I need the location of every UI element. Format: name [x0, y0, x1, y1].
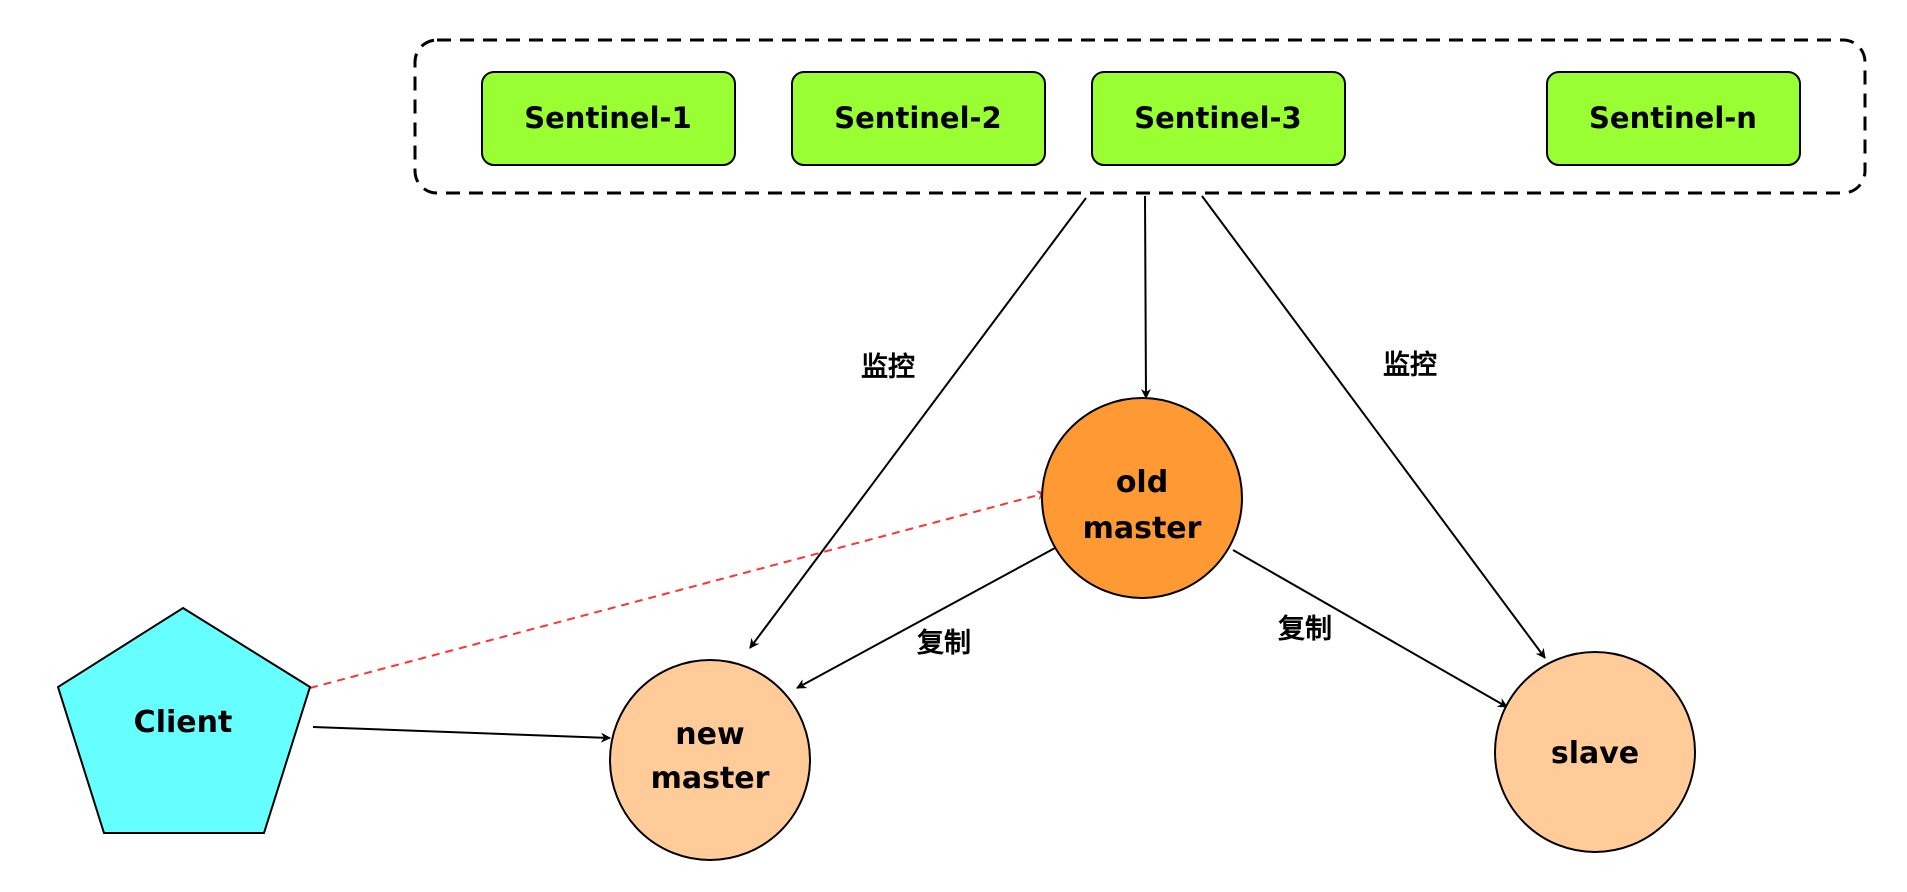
sentinel-3-box: Sentinel-3 — [1091, 71, 1346, 166]
replicate-label-left: 复制 — [917, 628, 971, 659]
client-stale-link-old-master — [309, 490, 1047, 689]
old-master-node: old master — [1041, 397, 1243, 599]
new-master-node: new master — [609, 659, 811, 861]
sentinel-1-label: Sentinel-1 — [524, 101, 691, 135]
old-master-label-line1: old — [1116, 465, 1168, 500]
monitor-label-left: 监控 — [861, 352, 915, 383]
sentinel-group-frame — [413, 38, 1867, 195]
slave-node: slave — [1494, 651, 1696, 853]
monitor-edge-new-master — [749, 197, 1087, 649]
monitor-edge-old-master — [1140, 195, 1151, 399]
client-label: Client — [134, 705, 233, 740]
monitor-label-right: 监控 — [1383, 350, 1437, 381]
sentinel-2-box: Sentinel-2 — [791, 71, 1046, 166]
sentinel-n-box: Sentinel-n — [1546, 71, 1801, 166]
monitor-edge-slave — [1201, 195, 1546, 659]
sentinel-n-label: Sentinel-n — [1589, 101, 1757, 135]
slave-label: slave — [1551, 736, 1639, 771]
sentinel-2-label: Sentinel-2 — [834, 101, 1001, 135]
replicate-edge-slave — [1232, 549, 1508, 708]
client-link-new-master — [312, 726, 611, 743]
client-node: Client — [56, 606, 312, 834]
replicate-edge-new-master — [796, 547, 1056, 689]
sentinel-1-box: Sentinel-1 — [481, 71, 736, 166]
sentinel-3-label: Sentinel-3 — [1134, 101, 1301, 135]
new-master-label-line2: master — [651, 761, 770, 796]
old-master-label-line2: master — [1083, 511, 1202, 546]
new-master-label-line1: new — [675, 717, 744, 752]
replicate-label-right: 复制 — [1278, 614, 1332, 645]
